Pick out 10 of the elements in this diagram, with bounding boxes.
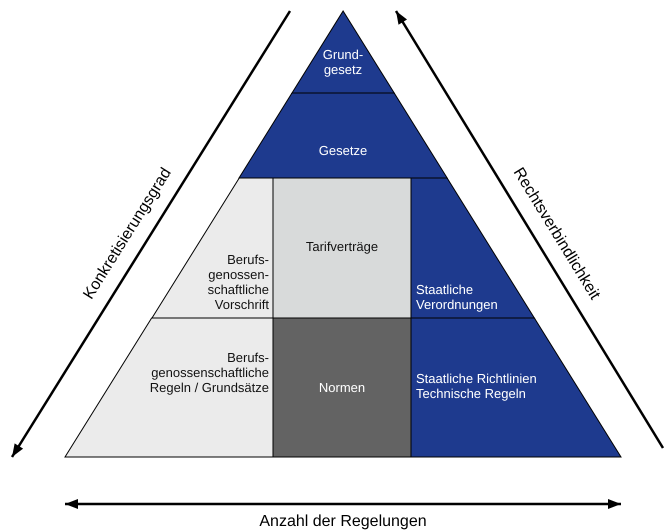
cell-label: Berufs- genossenschaftliche Regeln / Grundsätze	[148, 350, 269, 395]
cell-label: Normen	[318, 380, 366, 395]
cell-label: Berufs- genossen- schaftliche Vorschrift	[208, 252, 269, 312]
cell-label: Tarifverträge	[304, 239, 380, 254]
cell-label: Staatliche Richtlinien	[416, 371, 537, 386]
axis-label: Anzahl der Regelungen	[259, 513, 427, 531]
cell-label: Technische Regeln	[416, 386, 527, 401]
cell-label: Grund- gesetz	[322, 47, 364, 77]
cell-label: Gesetze	[318, 143, 368, 158]
cell-label: Staatliche Verordnungen	[416, 282, 499, 312]
